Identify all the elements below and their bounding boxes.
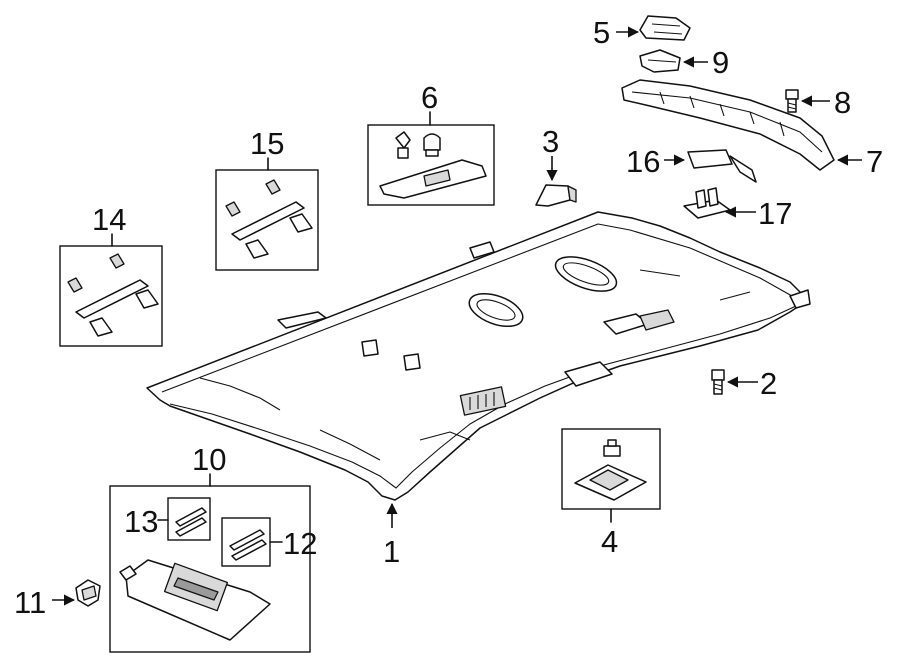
callout-8: 8	[834, 85, 851, 120]
callout-11: 11	[14, 585, 46, 620]
headliner-opening-front	[468, 292, 524, 328]
callout-9: 9	[712, 45, 729, 80]
callout-14: 14	[92, 202, 126, 237]
callout-3: 3	[542, 124, 559, 159]
callout-4: 4	[601, 524, 618, 559]
sun-visor[interactable]	[119, 559, 271, 641]
parts-box-6	[367, 124, 495, 206]
bolt-part-2[interactable]	[711, 369, 725, 395]
visor-clip-part-11[interactable]	[75, 579, 101, 607]
bracket-part-3[interactable]	[535, 184, 577, 207]
callout-17: 17	[758, 196, 792, 231]
clip-part-5[interactable]	[639, 15, 691, 41]
callout-1: 1	[383, 534, 400, 569]
parts-box-4	[561, 428, 661, 510]
callout-15: 15	[250, 126, 284, 161]
headliner-panel[interactable]	[146, 211, 811, 501]
callout-5: 5	[593, 15, 610, 50]
bolt-part-8[interactable]	[785, 89, 799, 113]
rear-trim-rail-part-7[interactable]	[621, 79, 835, 171]
callout-12: 12	[283, 526, 317, 561]
headliner-opening-rear	[554, 256, 618, 292]
cap-part-9[interactable]	[639, 49, 681, 73]
callout-13: 13	[124, 504, 158, 539]
connector-part-16[interactable]	[687, 149, 757, 183]
callout-6: 6	[421, 80, 438, 115]
callout-10: 10	[192, 442, 226, 477]
parts-box-15	[215, 169, 319, 271]
callout-2: 2	[760, 366, 777, 401]
parts-box-14	[59, 245, 163, 347]
callout-7: 7	[866, 144, 883, 179]
callout-16: 16	[626, 144, 660, 179]
clip-part-17[interactable]	[683, 187, 731, 219]
